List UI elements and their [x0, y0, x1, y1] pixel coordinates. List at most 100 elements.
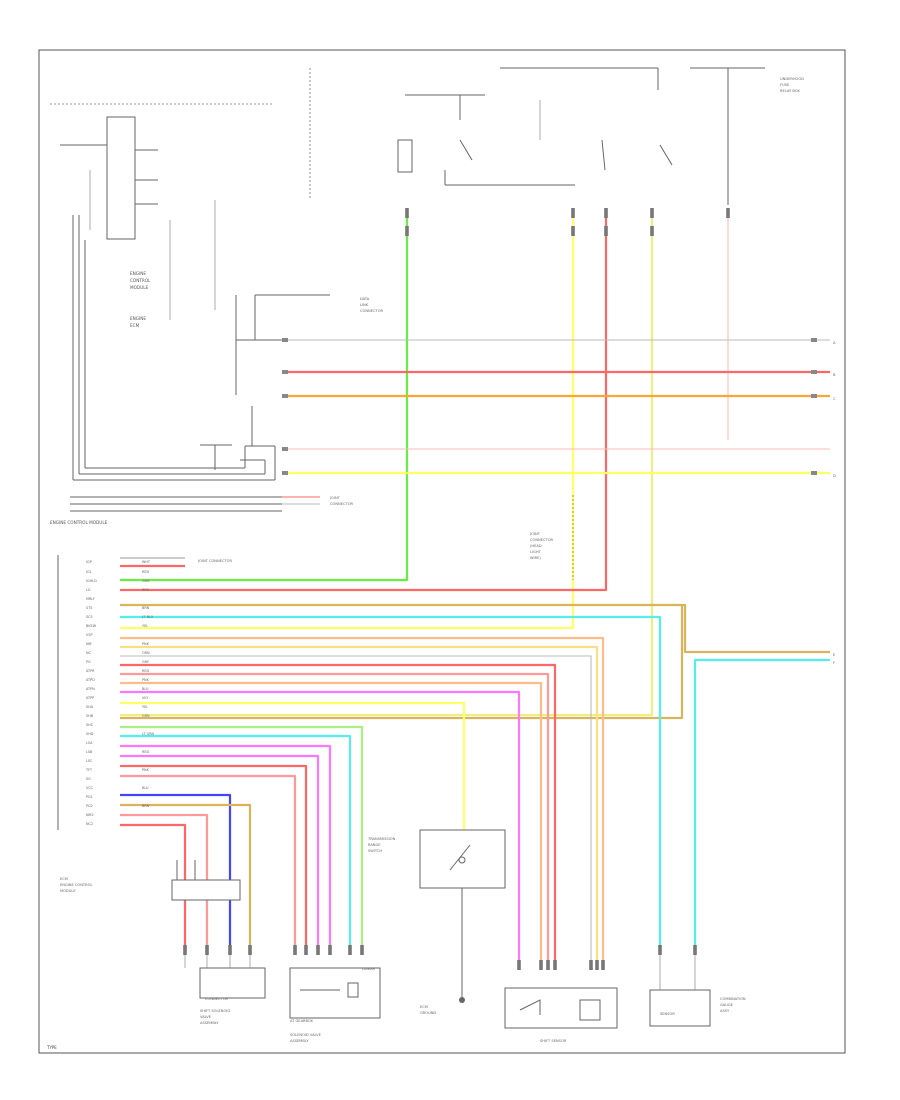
ecm-pin-list: IGP IG1 IGHLD LG MRLY STS SCS BKSW VSP N… — [85, 560, 97, 826]
sheet-border — [38, 49, 846, 1054]
wire-pink-1 — [120, 690, 521, 960]
svg-text:CONNECTOR: CONNECTOR — [530, 538, 554, 542]
svg-text:PNK: PNK — [142, 642, 150, 646]
wire-cyan-2 — [120, 734, 352, 945]
svg-text:LINEAR: LINEAR — [362, 967, 375, 971]
svg-text:BRN: BRN — [142, 606, 150, 610]
svg-text:ATPD: ATPD — [86, 678, 95, 682]
wire-gray-2 — [120, 655, 592, 960]
svg-text:JOINT: JOINT — [529, 532, 541, 536]
svg-text:ATPP: ATPP — [86, 696, 94, 700]
svg-text:RED: RED — [142, 750, 149, 754]
svg-text:WIRE): WIRE) — [530, 556, 541, 560]
svg-text:GRN: GRN — [142, 579, 150, 583]
wire-red-3 — [120, 764, 308, 945]
svg-text:LSA: LSA — [86, 741, 93, 745]
svg-text:VALVE: VALVE — [200, 1015, 212, 1019]
wire-cyan-loop — [120, 615, 662, 945]
svg-text:AT GEARBOX: AT GEARBOX — [290, 1019, 314, 1023]
wire-lightred-4 — [120, 813, 209, 945]
svg-text:GAUGE: GAUGE — [720, 1003, 734, 1007]
svg-text:YEL: YEL — [142, 624, 148, 628]
svg-text:NC: NC — [86, 651, 92, 655]
svg-text:SHB: SHB — [86, 714, 94, 718]
svg-text:TRANSMISSION: TRANSMISSION — [367, 837, 396, 841]
svg-text:ECM: ECM — [60, 877, 68, 881]
svg-text:LT BLU: LT BLU — [142, 615, 154, 619]
svg-text:ENGINE CONTROL MODULE: ENGINE CONTROL MODULE — [50, 520, 108, 525]
shift-sensor-block: SHIFT SENSOR — [504, 987, 618, 1043]
footer-code: TYPE — [46, 1045, 57, 1050]
wire-pink-2 — [120, 744, 332, 945]
svg-text:(HEAD: (HEAD — [530, 544, 542, 548]
svg-text:LT GRN: LT GRN — [142, 732, 155, 736]
bus-connector-markers — [282, 338, 817, 475]
svg-text:VCC: VCC — [86, 786, 94, 790]
svg-text:E: E — [833, 653, 836, 657]
svg-text:JOINT: JOINT — [329, 496, 341, 500]
svg-text:LG: LG — [86, 588, 91, 592]
svg-text:SENSOR: SENSOR — [660, 1012, 675, 1016]
wire-tan-inner — [120, 605, 684, 720]
svg-text:LIGHT: LIGHT — [530, 550, 542, 554]
svg-text:LSB: LSB — [86, 750, 93, 754]
svg-text:SCS: SCS — [86, 615, 93, 619]
svg-text:ASSY: ASSY — [720, 1009, 730, 1013]
svg-text:MODULE: MODULE — [130, 285, 149, 290]
svg-text:CONNECTOR: CONNECTOR — [330, 502, 354, 506]
wire-red-4 — [120, 823, 187, 945]
svg-text:PNK: PNK — [142, 678, 150, 682]
svg-text:ECM: ECM — [130, 323, 140, 328]
svg-text:LSC: LSC — [86, 759, 93, 763]
wire-tan-2 — [120, 803, 252, 945]
svg-text:A: A — [833, 341, 836, 345]
transmission-range-switch: TRANSMISSION RANGE SWITCH ECM GROUND — [367, 829, 506, 1015]
svg-text:SHC: SHC — [86, 723, 94, 727]
wire-lightred-3 — [120, 774, 297, 945]
svg-text:LINK: LINK — [360, 303, 369, 307]
svg-text:PG2: PG2 — [86, 804, 93, 808]
svg-text:B: B — [833, 373, 836, 377]
svg-text:ENGINE: ENGINE — [130, 271, 146, 276]
svg-text:VSP: VSP — [86, 633, 93, 637]
right-edge-marks: A B C D E F — [833, 341, 836, 665]
svg-text:VIO: VIO — [142, 696, 148, 700]
svg-text:RED: RED — [142, 669, 149, 673]
svg-text:CONNECTOR: CONNECTOR — [205, 997, 229, 1001]
svg-text:IGP: IGP — [86, 560, 92, 564]
svg-text:CONNECTOR: CONNECTOR — [360, 309, 384, 313]
pin-color-tags: WHT RED GRN RED BRN LT BLU YEL PNK ORN G… — [142, 560, 155, 808]
svg-text:GROUND: GROUND — [420, 1011, 436, 1015]
module-connector-block — [106, 116, 136, 240]
bottom-solenoid-block: AT GEARBOX SOLENOID VALVE ASSEMBLY LINEA… — [289, 967, 381, 1043]
wire-bundle — [120, 636, 605, 960]
wire-yellow-2 — [120, 701, 466, 830]
bottom-connector-stubs — [183, 945, 697, 990]
svg-text:NM: NM — [86, 642, 92, 646]
svg-text:NM2: NM2 — [86, 813, 94, 817]
wire-lightgreen — [120, 725, 364, 945]
svg-text:YEL: YEL — [142, 705, 148, 709]
svg-text:SG: SG — [86, 777, 91, 781]
mid-junction-notes: JOINT CONNECTOR (HEAD LIGHT WIRE) DATA L… — [360, 297, 574, 580]
svg-text:SWITCH: SWITCH — [368, 849, 382, 853]
svg-text:BLU: BLU — [142, 786, 149, 790]
svg-text:UNDERHOOD: UNDERHOOD — [780, 77, 804, 81]
svg-text:BLU: BLU — [142, 687, 149, 691]
svg-text:ASSEMBLY: ASSEMBLY — [290, 1039, 309, 1043]
wire-pink-3 — [120, 754, 320, 945]
svg-text:ENGINE CONTROL: ENGINE CONTROL — [60, 883, 92, 887]
svg-text:MODULE: MODULE — [60, 889, 76, 893]
wire-red-2 — [120, 663, 557, 960]
svg-text:PNK: PNK — [142, 768, 150, 772]
svg-text:STS: STS — [86, 606, 92, 610]
svg-text:SHA: SHA — [86, 705, 94, 709]
svg-text:COMBINATION: COMBINATION — [720, 997, 746, 1001]
svg-text:GRY: GRY — [142, 660, 150, 664]
svg-text:RELAY BOX: RELAY BOX — [780, 89, 800, 93]
svg-text:ORN: ORN — [142, 651, 150, 655]
svg-text:PG1: PG1 — [86, 795, 93, 799]
svg-text:RED: RED — [142, 570, 149, 574]
top-switch-group: UNDERHOOD FUSE RELAY BOX — [397, 67, 804, 205]
